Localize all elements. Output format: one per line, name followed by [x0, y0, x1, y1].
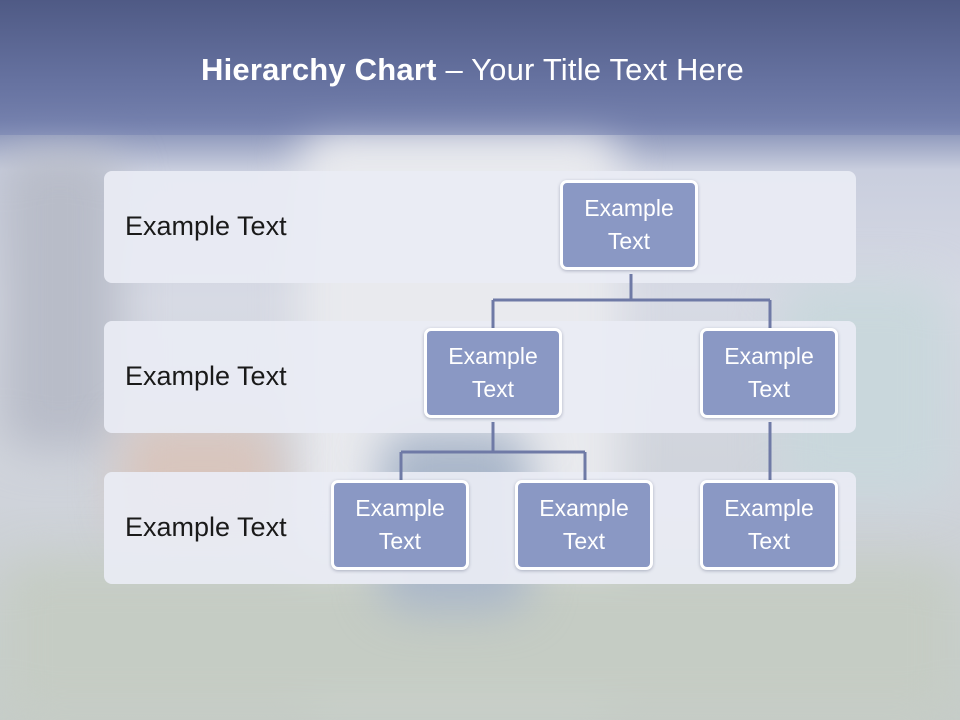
node-level2-left-text: Example Text	[448, 343, 538, 402]
connector-left-children	[399, 422, 587, 481]
level-band-1	[104, 171, 856, 283]
node-level3-c-text: Example Text	[724, 495, 814, 554]
level-label-1: Example Text	[125, 211, 287, 241]
node-level3-b-text: Example Text	[539, 495, 629, 554]
node-root-text: Example Text	[584, 195, 674, 254]
title-rest: – Your Title Text Here	[436, 52, 744, 87]
node-level2-right-text: Example Text	[724, 343, 814, 402]
level-label-3: Example Text	[125, 512, 287, 542]
bg-blob	[0, 150, 120, 450]
node-root[interactable]: Example Text	[560, 180, 698, 270]
node-level3-b[interactable]: Example Text	[515, 480, 653, 570]
node-level2-left[interactable]: Example Text	[424, 328, 562, 418]
level-label-2: Example Text	[125, 361, 287, 391]
node-level2-right[interactable]: Example Text	[700, 328, 838, 418]
slide-title: Hierarchy Chart – Your Title Text Here	[0, 52, 945, 88]
node-level3-a[interactable]: Example Text	[331, 480, 469, 570]
connector-root-children	[491, 274, 772, 329]
node-level3-a-text: Example Text	[355, 495, 445, 554]
title-bold: Hierarchy Chart	[201, 52, 437, 87]
title-band	[0, 0, 960, 135]
node-level3-c[interactable]: Example Text	[700, 480, 838, 570]
